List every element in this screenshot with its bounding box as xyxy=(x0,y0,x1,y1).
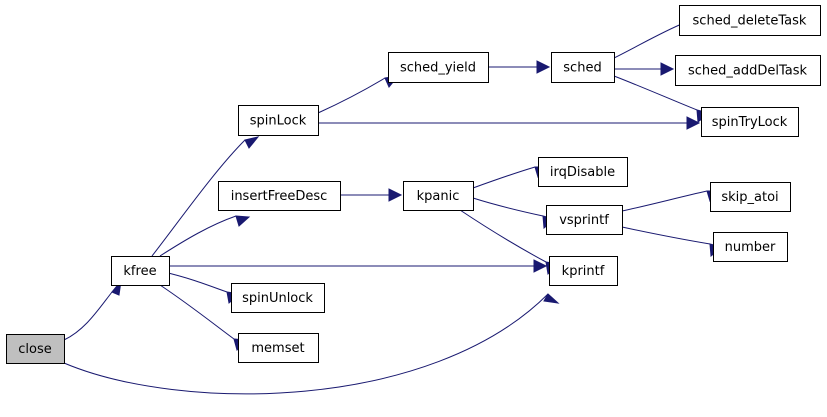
edge-line xyxy=(63,293,549,395)
edge-line xyxy=(621,190,708,212)
node-box[interactable] xyxy=(231,283,325,313)
edge-insertFreeDesc-to-kpanic xyxy=(340,188,403,202)
node-box[interactable] xyxy=(701,107,799,137)
node-sched_yield[interactable]: sched_yield xyxy=(388,52,489,83)
node-memset[interactable]: memset xyxy=(238,333,319,363)
arrow-head-icon xyxy=(235,215,251,227)
node-label: spinLock xyxy=(250,114,307,129)
node-label: number xyxy=(725,240,776,255)
node-sched_deleteTask[interactable]: sched_deleteTask xyxy=(679,5,821,36)
edge-line xyxy=(63,291,113,341)
node-spinUnlock[interactable]: spinUnlock xyxy=(231,283,325,313)
node-box[interactable] xyxy=(713,232,788,262)
node-box[interactable] xyxy=(538,157,628,187)
node-irqDisable[interactable]: irqDisable xyxy=(538,157,628,187)
edge-line xyxy=(151,139,246,257)
node-label: close xyxy=(18,342,51,357)
node-label: spinUnlock xyxy=(242,291,313,306)
node-box[interactable] xyxy=(218,181,341,211)
edge-line xyxy=(613,75,698,111)
edge-line xyxy=(459,209,547,263)
node-layer: close kfree spinLock insertFreeDesc spinUnlo… xyxy=(6,5,821,364)
edge-line xyxy=(472,166,536,189)
node-box[interactable] xyxy=(551,52,615,83)
edge-vsprintf-to-number xyxy=(621,226,724,257)
node-kfree[interactable]: kfree xyxy=(111,256,170,286)
edge-line xyxy=(159,215,237,257)
node-spinTryLock[interactable]: spinTryLock xyxy=(701,107,799,137)
node-kprintf[interactable]: kprintf xyxy=(549,256,618,286)
node-label: sched_addDelTask xyxy=(688,64,808,79)
node-label: vsprintf xyxy=(559,213,609,228)
arrow-head-icon xyxy=(244,136,260,149)
edge-kpanic-to-vsprintf xyxy=(472,197,557,229)
edge-sched-to-sched_addDelTask xyxy=(614,62,675,76)
arrow-head-icon xyxy=(533,259,548,273)
node-box[interactable] xyxy=(238,105,319,136)
edge-line xyxy=(621,226,711,245)
node-number[interactable]: number xyxy=(713,232,788,262)
node-box[interactable] xyxy=(549,256,618,286)
edge-kfree-to-insertFreeDesc xyxy=(159,215,251,257)
node-label: kpanic xyxy=(417,189,460,204)
node-insertFreeDesc[interactable]: insertFreeDesc xyxy=(218,181,341,211)
arrow-head-icon xyxy=(686,116,701,130)
arrow-head-icon xyxy=(660,62,675,76)
node-close[interactable]: close xyxy=(6,334,65,364)
edge-line xyxy=(159,284,235,340)
node-sched[interactable]: sched xyxy=(551,52,615,83)
node-label: kfree xyxy=(123,264,156,279)
arrow-head-icon xyxy=(388,188,403,202)
node-box[interactable] xyxy=(675,55,821,86)
node-box[interactable] xyxy=(403,181,474,211)
node-spinLock[interactable]: spinLock xyxy=(238,105,319,136)
edge-line xyxy=(472,197,544,217)
edge-line xyxy=(163,271,228,293)
edge-sched_yield-to-sched xyxy=(488,60,551,74)
node-box[interactable] xyxy=(111,256,170,286)
edge-kfree-to-kprintf xyxy=(169,259,548,273)
edge-line xyxy=(317,77,386,114)
edge-close-to-kprintf xyxy=(63,293,560,395)
node-label: kprintf xyxy=(562,264,605,279)
edge-spinLock-to-spinTryLock xyxy=(318,116,701,130)
node-box[interactable] xyxy=(388,52,489,83)
node-kpanic[interactable]: kpanic xyxy=(403,181,474,211)
edge-vsprintf-to-skip_atoi xyxy=(621,190,722,212)
node-box[interactable] xyxy=(546,205,623,235)
edge-line xyxy=(613,22,685,59)
node-box[interactable] xyxy=(710,182,791,212)
node-label: irqDisable xyxy=(550,165,615,180)
edge-spinLock-to-sched_yield xyxy=(317,75,400,114)
node-label: spinTryLock xyxy=(712,115,788,130)
edge-kfree-to-spinLock xyxy=(151,136,260,257)
edge-kfree-to-spinUnlock xyxy=(163,271,242,304)
node-label: sched_yield xyxy=(400,61,476,76)
node-label: memset xyxy=(251,341,304,356)
node-label: sched_deleteTask xyxy=(693,14,807,29)
node-box[interactable] xyxy=(679,5,821,36)
edge-close-to-kfree xyxy=(63,279,122,341)
node-label: skip_atoi xyxy=(721,190,778,205)
node-skip_atoi[interactable]: skip_atoi xyxy=(710,182,791,212)
arrow-head-icon xyxy=(536,60,551,74)
node-box[interactable] xyxy=(6,334,65,364)
node-vsprintf[interactable]: vsprintf xyxy=(546,205,623,235)
arrow-head-icon xyxy=(543,293,560,304)
node-label: sched xyxy=(563,61,601,76)
edge-kpanic-to-irqDisable xyxy=(472,166,550,189)
node-sched_addDelTask[interactable]: sched_addDelTask xyxy=(675,55,821,86)
node-label: insertFreeDesc xyxy=(231,189,328,204)
node-box[interactable] xyxy=(238,333,319,363)
